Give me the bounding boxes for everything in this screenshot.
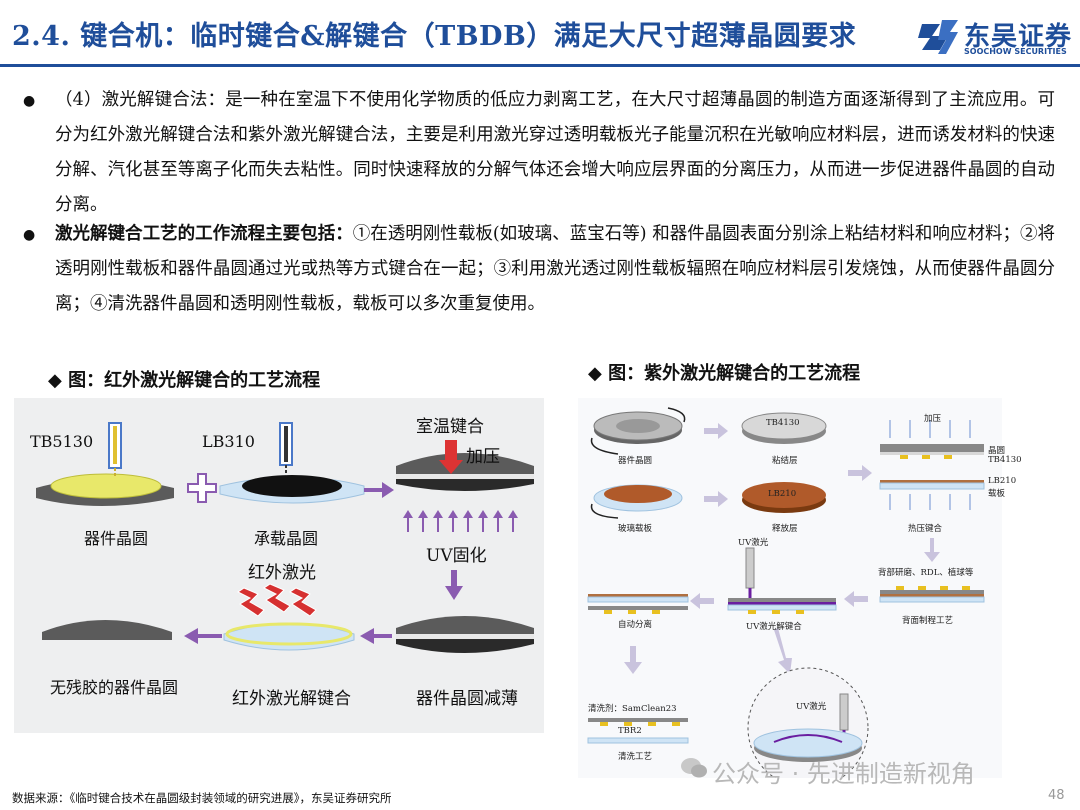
uv-debond-stack-graphic bbox=[727, 547, 837, 614]
figure-right-caption: ◆ 图：紫外激光解键合的工艺流程 bbox=[588, 363, 861, 384]
ir-process-diagram bbox=[36, 422, 534, 653]
label-room-temp-bond: 室温键合 bbox=[416, 417, 484, 437]
backside-stack-graphic bbox=[879, 586, 985, 603]
label-thinning: 器件晶圆减薄 bbox=[416, 689, 518, 709]
label-uv-cure: UV固化 bbox=[426, 546, 487, 566]
label-tbr2: TBR2 bbox=[618, 726, 642, 736]
label-pressure: 加压 bbox=[924, 414, 942, 424]
label-backside-process: 背面制程工艺 bbox=[902, 616, 954, 626]
page-title: 2.4. 键合机：临时键合&解键合（TBDB）满足大尺寸超薄晶圆要求 bbox=[12, 21, 857, 52]
label-auto-separation: 自动分离 bbox=[618, 620, 653, 630]
label-thermo-bond: 热压键合 bbox=[908, 524, 943, 534]
arrow-left-icon bbox=[844, 591, 868, 607]
arrow-left-icon bbox=[690, 593, 714, 609]
label-glass-carrier: 玻璃载板 bbox=[618, 524, 653, 534]
paragraph-1-text: （4）激光解键合法：是一种在室温下不使用化学物质的低应力剥离工艺，在大尺寸超薄晶… bbox=[55, 90, 1055, 215]
plus-icon bbox=[187, 473, 217, 503]
auto-separation-graphic bbox=[587, 594, 689, 614]
logo-english-name: SOOCHOW SECURITIES bbox=[964, 47, 1067, 56]
device-wafer-graphic bbox=[590, 407, 686, 455]
logo-chinese-name: 东吴证券 bbox=[964, 22, 1073, 52]
uv-zoom-graphic bbox=[747, 667, 869, 778]
page-number: 48 bbox=[1048, 788, 1065, 803]
clean-process-graphic bbox=[587, 718, 689, 744]
release-layer-graphic bbox=[742, 482, 826, 513]
label-wafer: 晶圆 bbox=[988, 446, 1006, 456]
label-carrier-wafer: 承载晶圆 bbox=[254, 529, 319, 548]
brand-logo: 东吴证券 SOOCHOW SECURITIES bbox=[918, 16, 1072, 58]
label-lb310: LB310 bbox=[202, 432, 255, 451]
step-ir-debond-graphic bbox=[223, 583, 355, 651]
figure-left-caption: ◆ 图：红外激光解键合的工艺流程 bbox=[48, 370, 321, 391]
label-carrier: 载板 bbox=[988, 489, 1006, 499]
label-uv-laser-zoom: UV激光 bbox=[796, 702, 827, 712]
label-lb210-stack: LB210 bbox=[988, 476, 1017, 486]
uv-debond-process-figure: TB4130 器件晶圆 粘结层 加压 晶圆 TB4130 LB210 载板 LB… bbox=[578, 398, 1022, 778]
arrow-left-icon bbox=[184, 628, 222, 644]
wechat-icon bbox=[681, 758, 707, 778]
paragraph-2-text: ①在透明刚性载板(如玻璃、蓝宝石等) 和器件晶圆表面分别涂上粘结材料和响应材料；… bbox=[55, 224, 1055, 314]
step-device-wafer-graphic bbox=[36, 422, 174, 506]
label-device-wafer: 器件晶圆 bbox=[618, 456, 653, 466]
arrow-right-icon bbox=[364, 482, 394, 498]
label-uv-laser: UV激光 bbox=[738, 538, 769, 548]
label-lb210-disc: LB210 bbox=[768, 489, 797, 499]
adhesive-layer-graphic bbox=[741, 412, 827, 444]
arrow-right-icon bbox=[848, 465, 872, 481]
arrow-down-icon bbox=[445, 570, 463, 600]
arrow-left-icon bbox=[360, 628, 392, 644]
label-ir-debond: 红外激光解键合 bbox=[232, 689, 351, 709]
bullet-icon: ● bbox=[23, 227, 36, 243]
label-residue-free-wafer: 无残胶的器件晶圆 bbox=[50, 678, 179, 697]
uv-process-diagram bbox=[587, 407, 985, 778]
paragraph-2-lead: 激光解键合工艺的工作流程主要包括： bbox=[55, 224, 353, 244]
label-cleaner: 清洗剂：SamClean23 bbox=[588, 704, 677, 714]
label-clean-process: 清洗工艺 bbox=[618, 752, 653, 762]
glass-carrier-graphic bbox=[590, 484, 683, 519]
label-backside-steps: 背部研磨、RDL、植球等 bbox=[878, 568, 974, 578]
label-adhesive-layer: 粘结层 bbox=[772, 456, 798, 466]
paragraph-laser-debond: （4）激光解键合法：是一种在室温下不使用化学物质的低应力剥离工艺，在大尺寸超薄晶… bbox=[55, 83, 1055, 223]
label-device-wafer: 器件晶圆 bbox=[84, 529, 149, 548]
label-uv-debond: UV激光解键合 bbox=[746, 622, 802, 632]
arrow-down-icon bbox=[624, 646, 642, 674]
label-pressure: 加压 bbox=[466, 447, 500, 467]
bullet-icon: ● bbox=[23, 93, 36, 109]
arrow-right-icon bbox=[704, 423, 728, 439]
label-ir-laser: 红外激光 bbox=[248, 563, 316, 583]
ir-debond-process-figure: TB5130 LB310 器件晶圆 承载晶圆 室温键合 加压 UV固化 红外激光… bbox=[14, 398, 544, 733]
watermark: 公众号 · 先进制造新视角 bbox=[712, 760, 975, 788]
soochow-logo-icon bbox=[918, 20, 958, 54]
data-source: 数据来源：《临时键合技术在晶圆级封装领域的研究进展》，东吴证券研究所 bbox=[12, 791, 392, 805]
label-tb4130-disc: TB4130 bbox=[766, 418, 800, 428]
step-bonding-graphic bbox=[396, 440, 534, 532]
header-divider bbox=[0, 64, 1080, 67]
label-tb5130: TB5130 bbox=[30, 432, 94, 451]
step-carrier-wafer-graphic bbox=[219, 422, 365, 504]
step-thinning-graphic bbox=[396, 616, 534, 653]
step-residue-free-graphic bbox=[42, 620, 172, 640]
label-release-layer: 释放层 bbox=[772, 524, 798, 534]
label-tb4130-stack: TB4130 bbox=[988, 455, 1022, 465]
paragraph-workflow: 激光解键合工艺的工作流程主要包括：①在透明刚性载板(如玻璃、蓝宝石等) 和器件晶… bbox=[55, 217, 1055, 322]
arrow-down-icon bbox=[924, 538, 940, 562]
arrow-down-icon bbox=[774, 628, 792, 674]
arrow-right-icon bbox=[704, 491, 728, 507]
press-stack-graphic bbox=[879, 420, 985, 510]
